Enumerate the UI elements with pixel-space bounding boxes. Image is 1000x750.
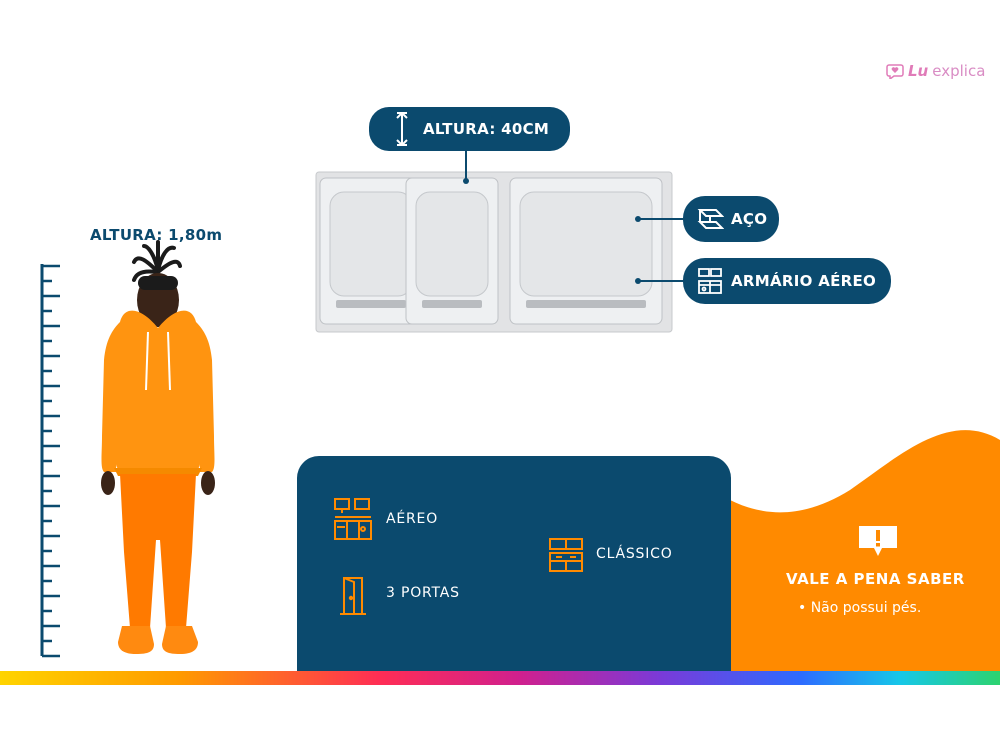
feature-portas-label: 3 PORTAS xyxy=(386,585,460,601)
height-callout-label: ALTURA: 40CM xyxy=(423,120,550,138)
features-panel xyxy=(297,456,731,674)
brand-lu: Lu xyxy=(908,62,929,80)
cabinet-door xyxy=(509,177,663,325)
brand-explica: explica xyxy=(932,62,986,80)
person-height-label: ALTURA: 1,80m xyxy=(90,226,223,244)
brand-logo: Lu explica xyxy=(886,62,985,80)
vertical-arrow-icon xyxy=(391,112,413,146)
material-callout-label: AÇO xyxy=(731,210,768,228)
person-illustration xyxy=(101,240,215,654)
type-callout: ARMÁRIO AÉREO xyxy=(683,258,891,304)
feature-classico-label: CLÁSSICO xyxy=(596,546,673,562)
tip-title: VALE A PENA SABER xyxy=(786,570,965,588)
feature-aereo-icon xyxy=(333,497,373,545)
feature-portas-icon xyxy=(338,576,368,620)
cabinet-door xyxy=(319,177,423,325)
height-ruler xyxy=(40,264,60,658)
feature-aereo-label: AÉREO xyxy=(386,511,439,527)
height-callout: ALTURA: 40CM xyxy=(369,107,570,151)
steel-beam-icon xyxy=(695,206,725,232)
heart-chat-icon xyxy=(886,64,904,79)
kitchen-cabinet-icon xyxy=(695,267,725,295)
material-callout: AÇO xyxy=(683,196,779,242)
rainbow-bar xyxy=(0,671,1000,685)
cabinet-illustration xyxy=(315,171,673,333)
alert-speech-icon xyxy=(856,524,900,562)
tip-bullet: • Não possui pés. xyxy=(798,600,922,616)
feature-classico-icon xyxy=(548,537,584,577)
type-callout-label: ARMÁRIO AÉREO xyxy=(731,272,877,290)
tip-background xyxy=(730,430,1000,680)
cabinet-door xyxy=(405,177,499,325)
